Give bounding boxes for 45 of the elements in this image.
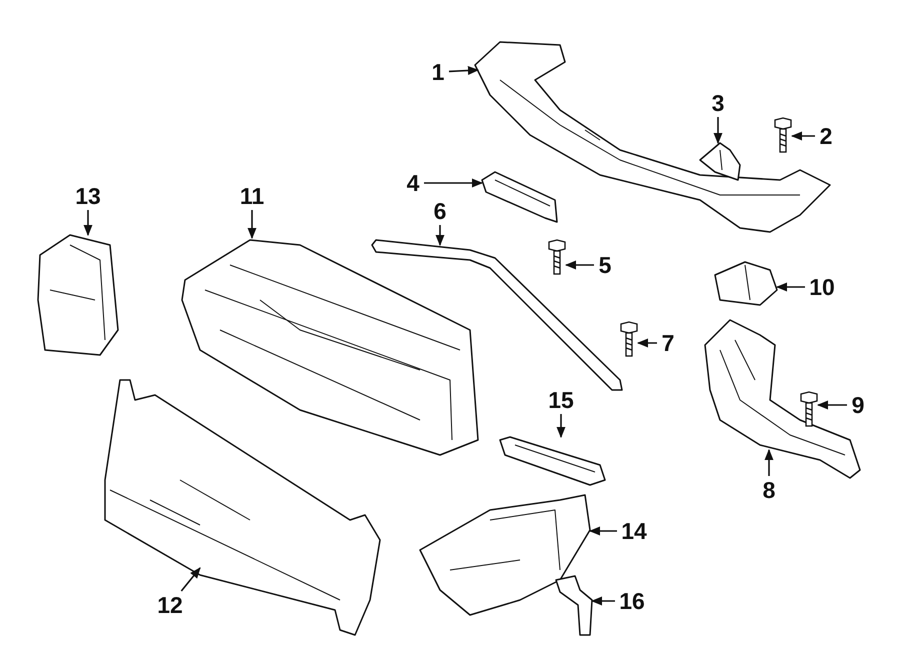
- bracket-drawing: [715, 262, 778, 306]
- screw-drawing: [548, 240, 566, 276]
- leader-arrow: [816, 400, 847, 410]
- leader-arrow: [588, 526, 617, 536]
- leader-arrow: [714, 117, 722, 144]
- leader-arrow: [448, 66, 480, 75]
- callout-number: 5: [596, 252, 614, 278]
- callout-number: 14: [619, 518, 649, 544]
- air-guide-drawing: [38, 235, 119, 356]
- screw-drawing: [620, 322, 638, 358]
- callout-number: 10: [807, 274, 837, 300]
- callout-number: 3: [709, 90, 727, 116]
- callout-number: 9: [849, 392, 867, 418]
- strut-drawing: [372, 240, 623, 391]
- leader-arrow: [636, 338, 657, 348]
- callout-number: 4: [404, 170, 422, 196]
- callout-number: 1: [429, 59, 447, 85]
- callout-number: 8: [760, 477, 778, 503]
- clip-drawing: [556, 575, 593, 636]
- callout-number: 7: [659, 330, 677, 356]
- bracket-drawing: [700, 143, 740, 181]
- radiator-shroud-drawing: [182, 238, 479, 456]
- callout-number: 6: [431, 198, 449, 224]
- leader-arrow: [790, 132, 815, 140]
- leader-arrow: [776, 282, 805, 292]
- leader-arrow: [84, 210, 92, 236]
- leader-arrow: [180, 567, 201, 592]
- leader-arrow: [564, 260, 594, 270]
- leader-arrow: [424, 178, 484, 188]
- leader-arrow: [590, 596, 615, 606]
- bolt-drawing: [800, 392, 818, 428]
- air-duct-drawing: [420, 495, 591, 616]
- callout-number: 11: [237, 183, 267, 209]
- callout-number: 2: [817, 123, 835, 149]
- bracket-drawing: [482, 172, 558, 223]
- leader-arrow: [556, 414, 566, 438]
- callout-number: 13: [73, 183, 103, 209]
- callout-number: 12: [155, 592, 185, 618]
- leader-arrow: [248, 210, 256, 240]
- bracket-drawing: [500, 437, 606, 486]
- callout-number: 15: [546, 387, 576, 413]
- leader-arrow: [764, 448, 774, 476]
- bolt-drawing: [774, 118, 792, 154]
- leader-arrow: [436, 225, 444, 246]
- callout-number: 16: [617, 588, 647, 614]
